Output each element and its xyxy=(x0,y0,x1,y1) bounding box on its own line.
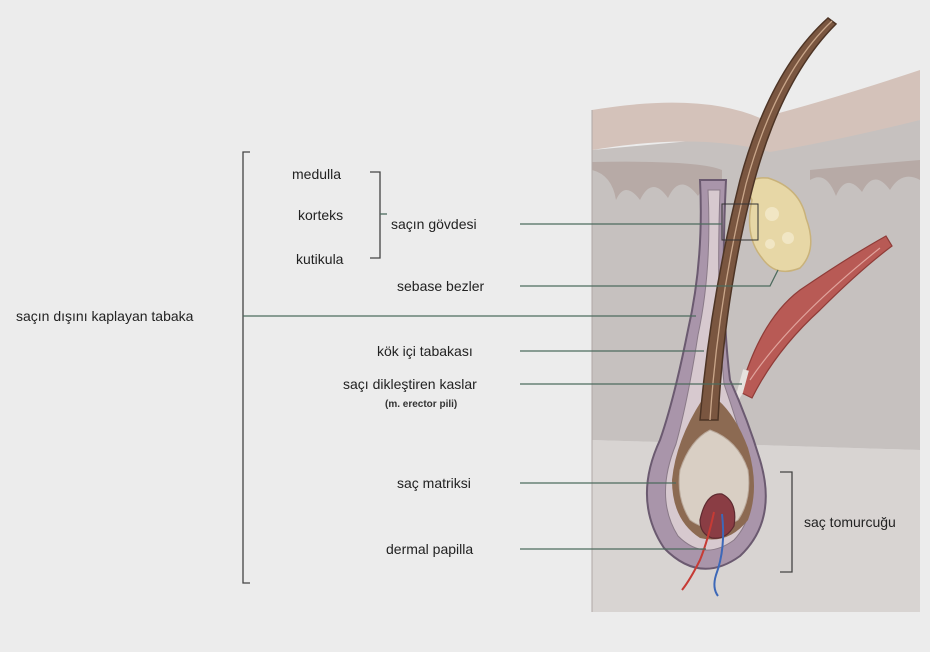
label-kok-ici: kök içi tabakası xyxy=(377,343,473,359)
label-dik-kaslar: saçı dikleştiren kaslar xyxy=(343,376,477,392)
label-dis-tabaka: saçın dışını kaplayan tabaka xyxy=(16,308,193,324)
label-matriks: saç matriksi xyxy=(397,475,471,491)
label-erector: (m. erector pili) xyxy=(385,397,457,413)
label-medulla: medulla xyxy=(292,166,341,182)
label-kutikula: kutikula xyxy=(296,251,343,267)
label-papilla: dermal papilla xyxy=(386,541,473,557)
shaft-bracket xyxy=(370,172,380,258)
outer-bracket xyxy=(243,152,250,583)
label-sac-govdesi: saçın gövdesi xyxy=(391,216,477,232)
label-tomurcuk: saç tomurcuğu xyxy=(804,514,896,530)
label-sebase-bezler: sebase bezler xyxy=(397,278,484,294)
label-korteks: korteks xyxy=(298,207,343,223)
